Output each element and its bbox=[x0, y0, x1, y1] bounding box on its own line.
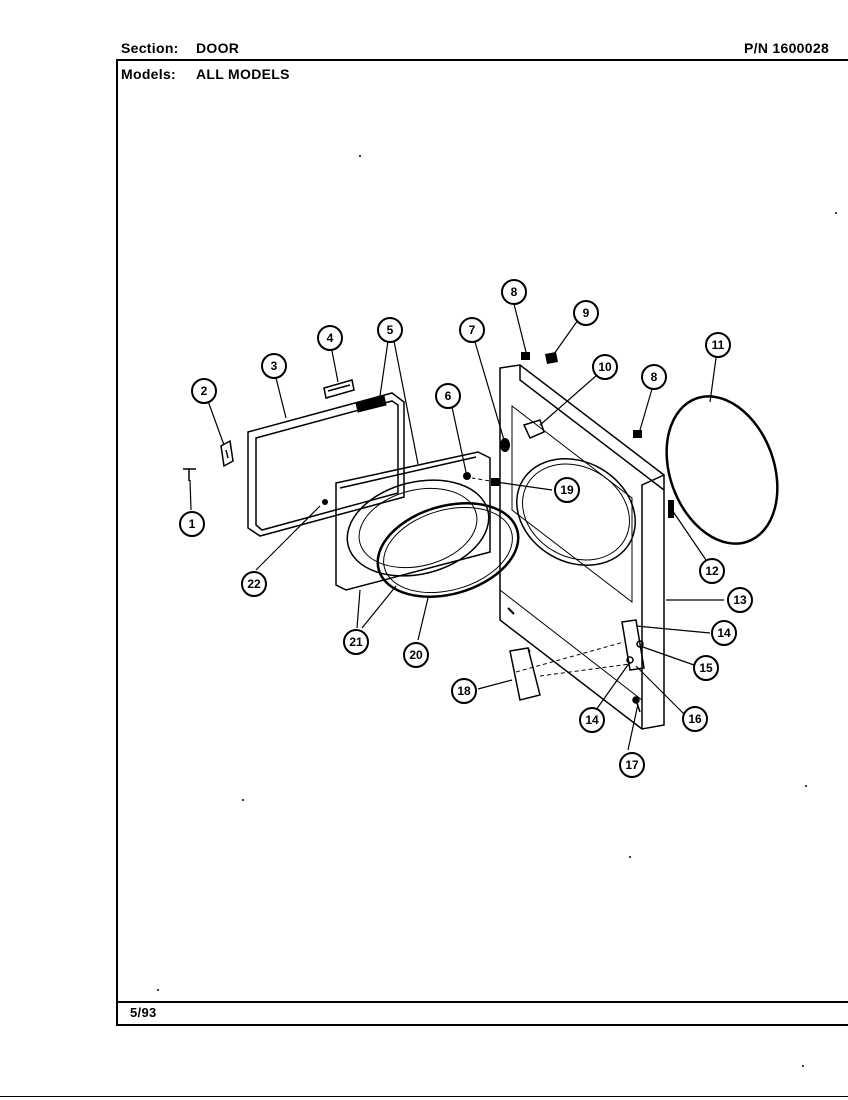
callout-label: 20 bbox=[409, 648, 423, 662]
callout-label: 14 bbox=[717, 626, 731, 640]
diagram-parts bbox=[183, 352, 779, 730]
section-label: Section: bbox=[121, 40, 179, 56]
part-number: P/N 1600028 bbox=[744, 40, 830, 56]
callout-label: 22 bbox=[247, 577, 261, 591]
callout-8b: 8 bbox=[641, 364, 667, 390]
page-frame bbox=[116, 60, 848, 1026]
callout-11: 11 bbox=[705, 332, 731, 358]
callout-label: 3 bbox=[271, 359, 278, 373]
callout-label: 17 bbox=[625, 758, 639, 772]
part-handle bbox=[323, 379, 355, 399]
callout-22: 22 bbox=[241, 571, 267, 597]
callout-4: 4 bbox=[317, 325, 343, 351]
footer-rule-top bbox=[116, 1001, 848, 1003]
part-clip bbox=[668, 500, 674, 518]
leader-lines bbox=[189, 303, 724, 751]
part-access-panel bbox=[509, 647, 541, 701]
callout-15: 15 bbox=[693, 655, 719, 681]
footer-rule-bottom bbox=[116, 1024, 848, 1026]
part-outer-door bbox=[335, 451, 491, 591]
callout-label: 5 bbox=[387, 323, 394, 337]
callout-label: 21 bbox=[349, 635, 363, 649]
part-screw bbox=[183, 468, 196, 481]
part-latch-bracket bbox=[621, 619, 645, 671]
page-bottom-rule bbox=[0, 1096, 848, 1097]
callouts: 1 2 3 4 5 6 7 8 9 10 8 11 12 13 14 15 16… bbox=[179, 279, 753, 778]
callout-16: 16 bbox=[682, 706, 708, 732]
callout-label: 9 bbox=[583, 306, 590, 320]
callout-label: 12 bbox=[705, 564, 719, 578]
assembly-lines bbox=[471, 477, 631, 677]
footer-date: 5/93 bbox=[130, 1005, 157, 1020]
callout-label: 11 bbox=[712, 338, 725, 352]
callout-9: 9 bbox=[573, 300, 599, 326]
callout-label: 6 bbox=[445, 389, 452, 403]
callout-19: 19 bbox=[554, 477, 580, 503]
callout-10: 10 bbox=[592, 354, 618, 380]
section-value: DOOR bbox=[196, 40, 240, 56]
callout-21: 21 bbox=[343, 629, 369, 655]
callout-14: 14 bbox=[711, 620, 737, 646]
callout-label: 15 bbox=[699, 661, 713, 675]
part-front-seal bbox=[665, 395, 779, 545]
callout-13: 13 bbox=[727, 587, 753, 613]
callout-label: 2 bbox=[201, 384, 208, 398]
part-hinge bbox=[220, 439, 234, 468]
callout-label: 14 bbox=[585, 713, 599, 727]
part-front-panel bbox=[499, 364, 665, 730]
callout-label: 10 bbox=[598, 360, 612, 374]
header-rule bbox=[116, 59, 848, 61]
scan-speckles bbox=[157, 155, 837, 1067]
callout-7: 7 bbox=[459, 317, 485, 343]
callout-1: 1 bbox=[179, 511, 205, 537]
models-label: Models: bbox=[121, 66, 176, 82]
callout-label: 1 bbox=[189, 517, 196, 531]
callout-2: 2 bbox=[191, 378, 217, 404]
part-door-seal bbox=[376, 502, 520, 598]
callout-label: 18 bbox=[457, 684, 471, 698]
callout-5: 5 bbox=[377, 317, 403, 343]
callout-6: 6 bbox=[435, 383, 461, 409]
callout-17: 17 bbox=[619, 752, 645, 778]
callout-20: 20 bbox=[403, 642, 429, 668]
callout-label: 13 bbox=[733, 593, 747, 607]
callout-label: 16 bbox=[688, 712, 702, 726]
callout-label: 19 bbox=[560, 483, 574, 497]
callout-label: 8 bbox=[651, 370, 658, 384]
part-inner-door-panel bbox=[247, 392, 405, 537]
callout-label: 4 bbox=[327, 331, 334, 345]
callout-8: 8 bbox=[501, 279, 527, 305]
callout-3: 3 bbox=[261, 353, 287, 379]
callout-18: 18 bbox=[451, 678, 477, 704]
callout-label: 8 bbox=[511, 285, 518, 299]
models-value: ALL MODELS bbox=[196, 66, 290, 82]
callout-14b: 14 bbox=[579, 707, 605, 733]
callout-12: 12 bbox=[699, 558, 725, 584]
part-fasteners bbox=[322, 352, 642, 615]
callout-label: 7 bbox=[469, 323, 476, 337]
